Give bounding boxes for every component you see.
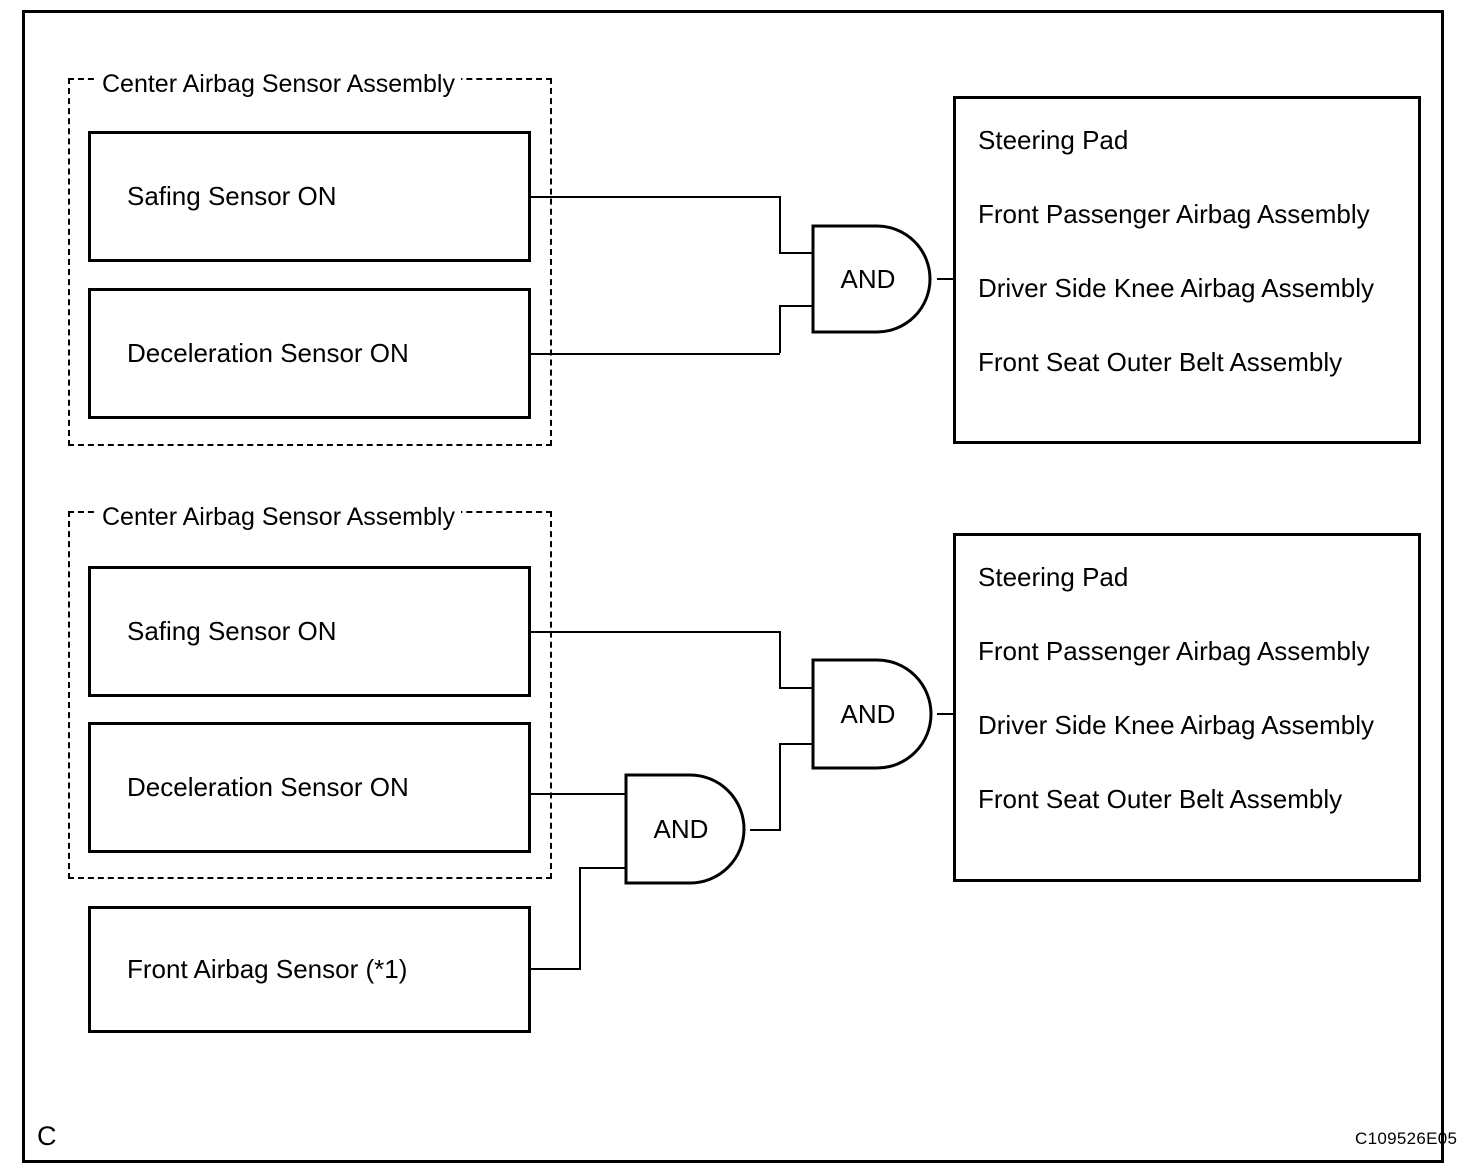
block-safing-sensor-on-2: Safing Sensor ON [88, 566, 531, 697]
block-safing-sensor-on-1: Safing Sensor ON [88, 131, 531, 262]
block-label: Safing Sensor ON [127, 181, 337, 211]
block-label: Safing Sensor ON [127, 616, 337, 646]
block-label: Deceleration Sensor ON [127, 338, 409, 368]
wire-front-airbag-to-lower-gate [579, 867, 625, 869]
wire-front-airbag-out [531, 968, 580, 970]
output-item: Driver Side Knee Airbag Assembly [978, 710, 1374, 740]
and-gate-1: AND [811, 224, 939, 334]
and-gate-2-lower: AND [624, 773, 752, 885]
output-item: Front Passenger Airbag Assembly [978, 199, 1370, 229]
output-item: Steering Pad [978, 562, 1129, 592]
wire-junction-up-1 [779, 305, 781, 353]
wire-junction-to-upper-gate-top [779, 687, 812, 689]
wire-deceleration-to-lower-gate [531, 793, 625, 795]
group-label-1: Center Airbag Sensor Assembly [96, 72, 461, 97]
wire-junction-to-gate-bottom-1 [779, 305, 812, 307]
wire-front-airbag-riser [579, 867, 581, 970]
page-frame [22, 10, 1444, 1163]
output-item: Driver Side Knee Airbag Assembly [978, 273, 1374, 303]
output-box-1: Steering Pad Front Passenger Airbag Asse… [953, 96, 1421, 444]
wire-to-upper-gate-bottom [779, 743, 812, 745]
output-item: Front Passenger Airbag Assembly [978, 636, 1370, 666]
output-box-2: Steering Pad Front Passenger Airbag Asse… [953, 533, 1421, 882]
block-deceleration-sensor-on-1: Deceleration Sensor ON [88, 288, 531, 419]
wire-deceleration-to-junction-1 [531, 353, 780, 355]
group-label-2: Center Airbag Sensor Assembly [96, 505, 461, 530]
block-front-airbag-sensor: Front Airbag Sensor (*1) [88, 906, 531, 1033]
block-label: Deceleration Sensor ON [127, 772, 409, 802]
output-item: Steering Pad [978, 125, 1129, 155]
block-deceleration-sensor-on-2: Deceleration Sensor ON [88, 722, 531, 853]
block-label: Front Airbag Sensor (*1) [127, 954, 408, 984]
figure-code: C109526E05 [1355, 1129, 1458, 1148]
wire-gate-output-2 [937, 713, 955, 715]
and-gate-2-upper: AND [811, 658, 939, 770]
wire-junction-down-2 [779, 631, 781, 687]
wire-junction-to-gate-top-1 [779, 252, 812, 254]
wire-safing-to-junction-1 [531, 196, 780, 198]
output-item: Front Seat Outer Belt Assembly [978, 347, 1343, 377]
wire-safing-to-junction-2 [531, 631, 780, 633]
wire-gate-output-1 [937, 278, 955, 280]
output-item: Front Seat Outer Belt Assembly [978, 784, 1343, 814]
wire-lower-to-upper-riser [779, 743, 781, 831]
wire-junction-down-1 [779, 196, 781, 252]
page-corner-letter: C [37, 1121, 57, 1151]
wire-lower-gate-output [750, 829, 780, 831]
